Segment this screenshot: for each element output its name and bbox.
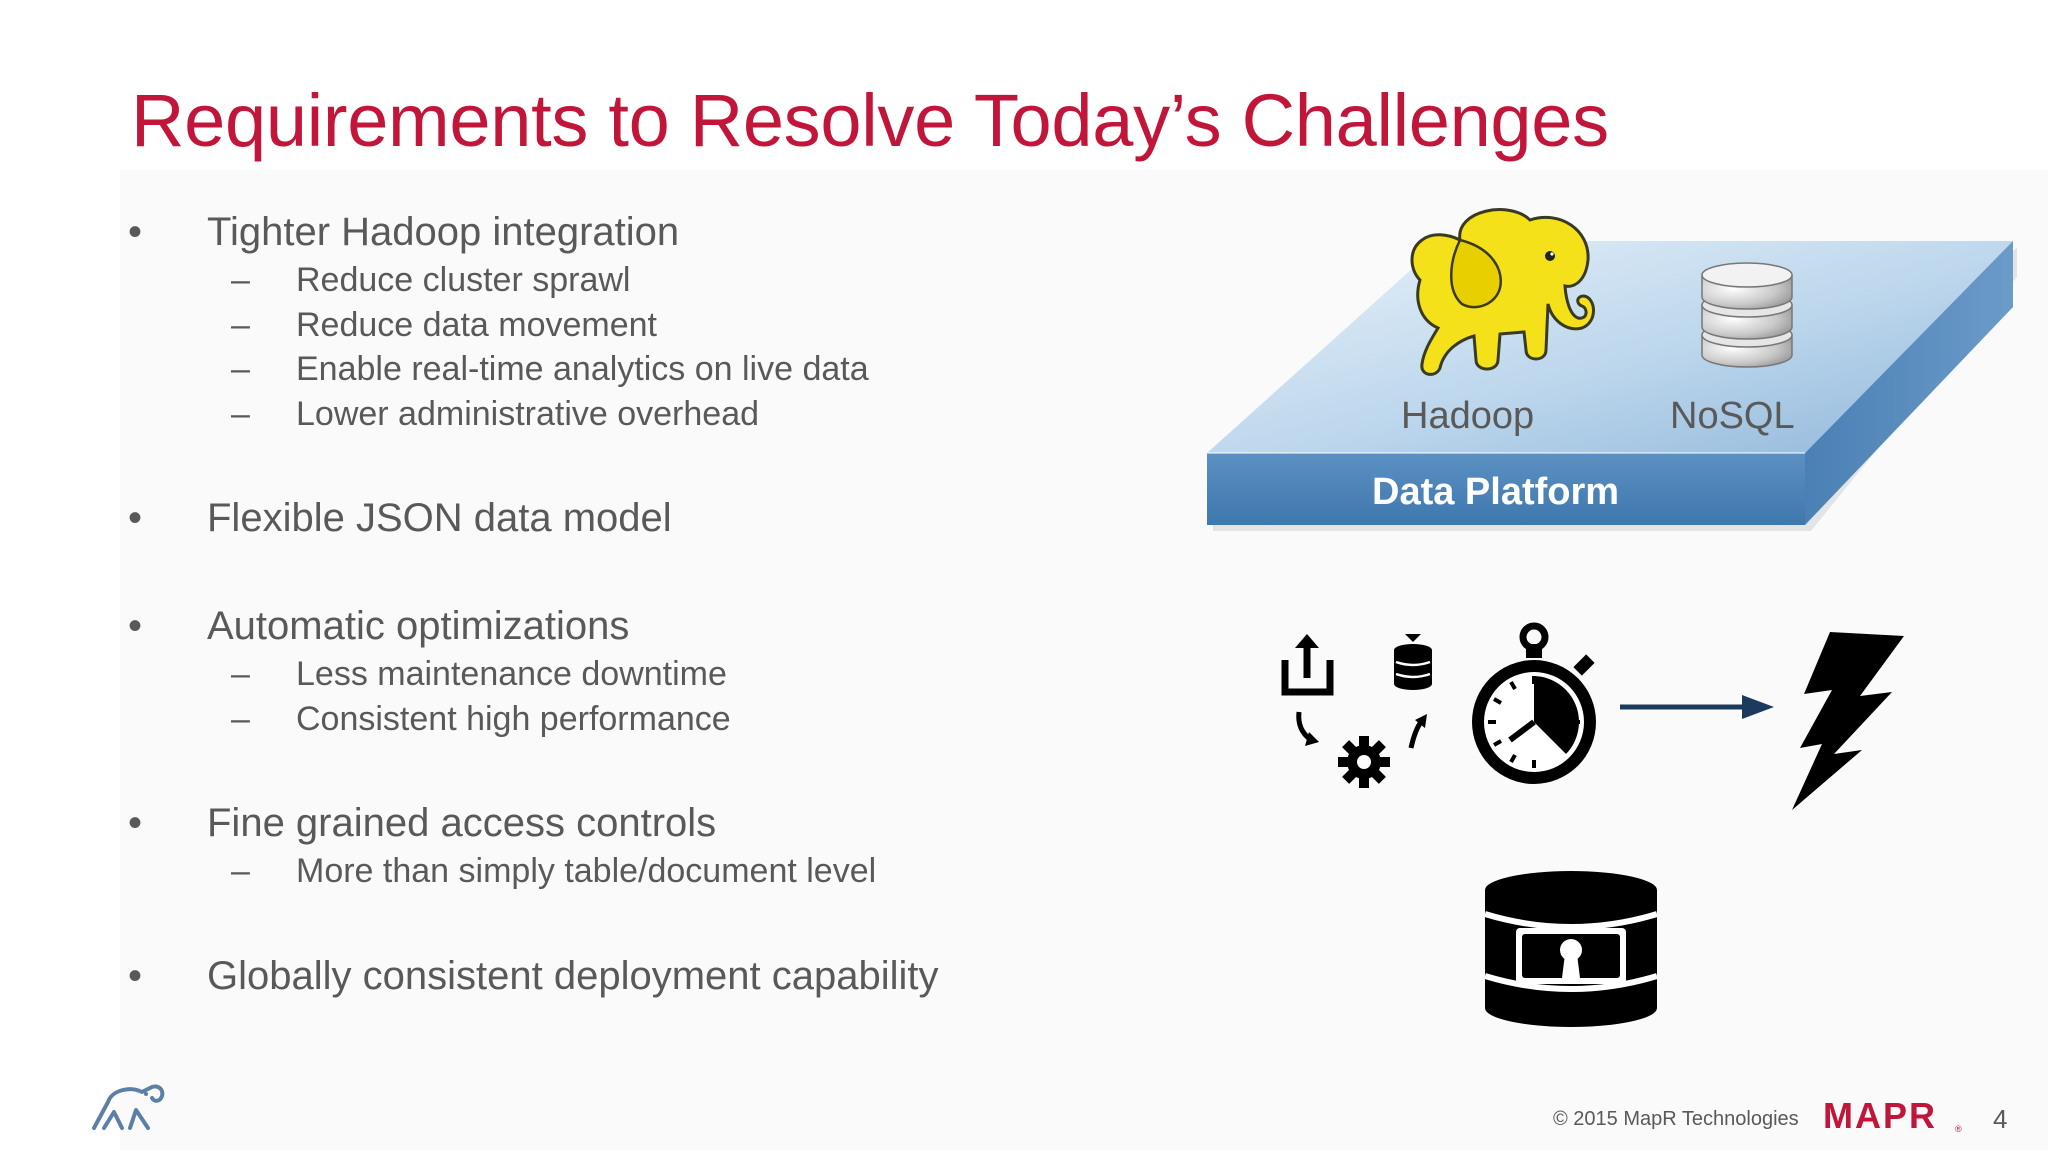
- sub-bullet-symbol: –: [231, 305, 250, 344]
- sub-bullet-symbol: –: [231, 350, 250, 388]
- bullet-item: • Flexible JSON data model: [128, 492, 1168, 544]
- mapr-elephant-logo: [92, 1084, 165, 1130]
- database-stack-icon: [1701, 262, 1793, 368]
- sub-bullet-symbol: –: [231, 394, 250, 433]
- data-platform-label: Data Platform: [1372, 471, 1620, 513]
- arrow-right-icon: [1620, 695, 1774, 719]
- page-number: 4: [1993, 1104, 2008, 1134]
- auto-optimize-icon: [1281, 634, 1432, 788]
- bullet-item: • Fine grained access controls – More th…: [128, 797, 1168, 894]
- bullet-symbol: •: [128, 496, 143, 540]
- bullet-text: Fine grained access controls: [207, 801, 717, 845]
- data-platform-diagram: Hadoop NoSQL Data Platform: [1205, 195, 2020, 535]
- sub-bullet-text: Lower administrative overhead: [296, 394, 760, 433]
- sub-bullet-symbol: –: [231, 699, 250, 738]
- sub-bullet-text: Less maintenance downtime: [296, 655, 727, 693]
- hadoop-label: Hadoop: [1401, 395, 1535, 437]
- sub-bullet-symbol: –: [231, 261, 250, 299]
- hadoop-elephant-icon: [1410, 208, 1595, 376]
- sub-bullet-symbol: –: [231, 852, 250, 890]
- stopwatch-icon: [1472, 622, 1596, 784]
- bullet-symbol: •: [128, 210, 143, 254]
- sub-bullet-text: Reduce cluster sprawl: [296, 261, 631, 299]
- sub-bullet-text: More than simply table/document level: [296, 852, 877, 890]
- mapr-logo-text: MAPR: [1823, 1098, 1937, 1134]
- bullet-text: Tighter Hadoop integration: [207, 210, 680, 254]
- bullet-list: • Tighter Hadoop integration – Reduce cl…: [128, 206, 1168, 1002]
- bullet-item: • Globally consistent deployment capabil…: [128, 950, 1168, 1002]
- copyright-text: © 2015 MapR Technologies: [1553, 1108, 1799, 1130]
- lightning-bolt-icon: [1792, 632, 1904, 810]
- gear-icon: [1338, 736, 1390, 788]
- secure-database-icon: [1484, 871, 1658, 1027]
- sub-bullet-text: Consistent high performance: [296, 699, 731, 738]
- bullet-symbol: •: [128, 953, 143, 998]
- svg-text:®: ®: [1955, 1124, 1962, 1134]
- sub-bullet-text: Reduce data movement: [296, 305, 657, 344]
- database-download-icon: [1394, 634, 1432, 690]
- bullet-text: Globally consistent deployment capabilit…: [207, 953, 939, 998]
- bullet-text: Flexible JSON data model: [207, 496, 672, 540]
- bullet-symbol: •: [128, 801, 143, 845]
- bullet-symbol: •: [128, 604, 143, 648]
- nosql-label: NoSQL: [1670, 395, 1795, 437]
- mapr-logo: MAPR ®: [1823, 1098, 1962, 1134]
- bullet-item: • Automatic optimizations – Less mainten…: [128, 600, 1168, 741]
- bullet-text: Automatic optimizations: [207, 604, 630, 648]
- upload-icon: [1281, 634, 1334, 696]
- sub-bullet-symbol: –: [231, 655, 250, 693]
- sub-bullet-text: Enable real-time analytics on live data: [296, 350, 869, 388]
- bullet-item: • Tighter Hadoop integration – Reduce cl…: [128, 206, 1168, 436]
- platform-slab: [1207, 241, 2017, 531]
- slide-title: Requirements to Resolve Today’s Challeng…: [131, 79, 1609, 162]
